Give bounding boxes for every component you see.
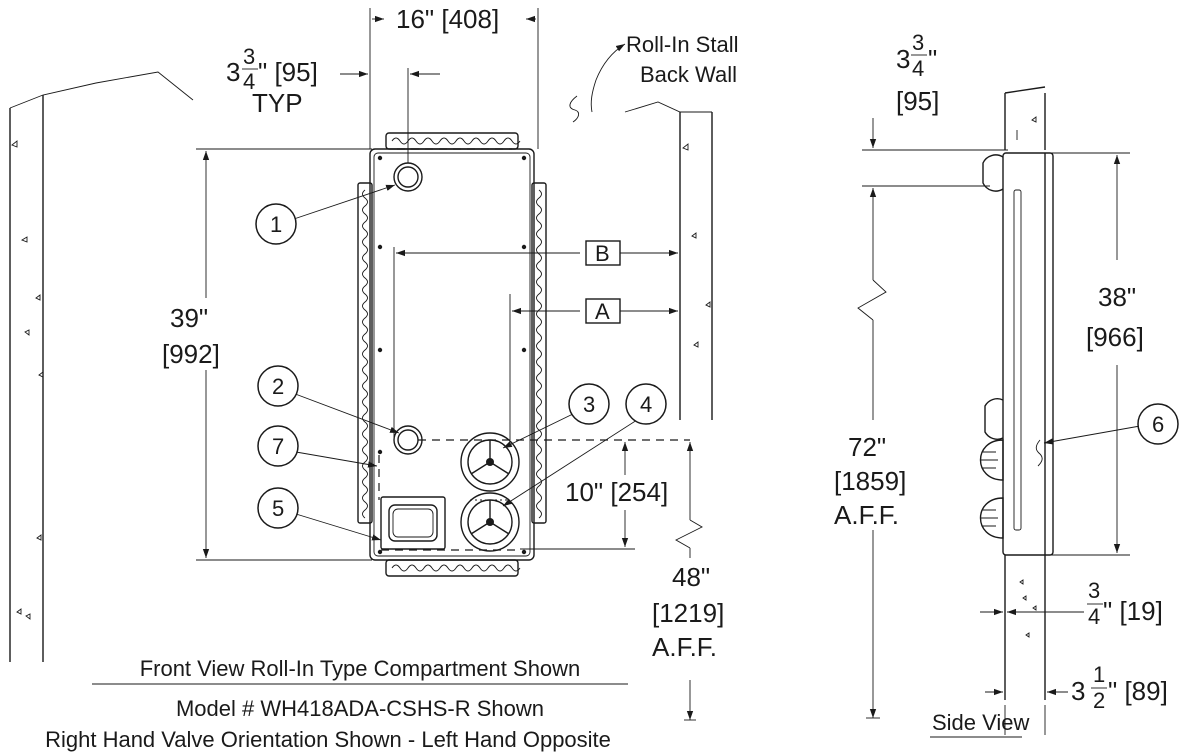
side-aff-mm: [1859]: [834, 466, 906, 496]
side-title: Side View: [932, 710, 1030, 735]
box-b: B: [595, 241, 610, 266]
box-a: A: [595, 299, 610, 324]
dim-valve-aff: A.F.F.: [652, 632, 717, 662]
side-depth-num: 1: [1093, 662, 1105, 687]
dim-inset-den: 4: [243, 69, 255, 94]
dim-height-mm: [992]: [162, 339, 220, 369]
side-callout: 6: [1043, 403, 1179, 445]
right-back-wall: [624, 101, 713, 420]
side-height-in: 38": [1098, 282, 1136, 312]
left-wall: [9, 71, 194, 662]
side-gap-rest: " [19]: [1103, 596, 1163, 626]
valve-4: [460, 492, 520, 552]
front-orientation: Right Hand Valve Orientation Shown - Lef…: [45, 727, 611, 752]
callout-1: 1: [270, 212, 282, 237]
side-top-den: 4: [912, 56, 924, 81]
callout-3: 3: [583, 392, 595, 417]
side-depth-den: 2: [1093, 688, 1105, 713]
front-model: Model # WH418ADA-CSHS-R Shown: [176, 696, 544, 721]
dim-valve-gap: 10" [254]: [565, 477, 668, 507]
side-height-mm: [966]: [1086, 322, 1144, 352]
side-gap-den: 4: [1088, 604, 1100, 629]
side-depth-whole: 3: [1071, 676, 1085, 706]
front-panel: [357, 132, 690, 577]
side-top-mm: [95]: [896, 86, 939, 116]
front-caption: Front View Roll-In Type Compartment Show…: [140, 656, 581, 681]
side-aff-in: 72": [848, 432, 886, 462]
side-aff: A.F.F.: [834, 500, 899, 530]
dim-valve-aff-mm: [1219]: [652, 598, 724, 628]
dim-width: 16" [408]: [396, 4, 499, 34]
side-dimensions: 3 3 4 " [95] 38" [966] 72" [1859] A.F.F.…: [834, 30, 1168, 735]
callout-5: 5: [272, 496, 284, 521]
front-captions: Front View Roll-In Type Compartment Show…: [45, 656, 628, 752]
dim-height-in: 39": [170, 303, 208, 333]
wall-label-line-2: Back Wall: [640, 62, 737, 87]
valve-3: [460, 432, 520, 492]
side-view: [979, 86, 1054, 700]
callout-7: 7: [272, 434, 284, 459]
dim-inset-rest: " [95]: [258, 57, 318, 87]
wall-label-group: Roll-In Stall Back Wall: [569, 32, 738, 123]
callout-2: 2: [272, 374, 284, 399]
front-dimensions: 16" [408] 3 3 4 " [95] TYP 39" [992] B A: [162, 4, 724, 721]
side-gap-num: 3: [1088, 578, 1100, 603]
dim-inset-typ: TYP: [252, 88, 303, 118]
side-caption: Side View: [930, 710, 1030, 738]
side-top-num: 3: [912, 30, 924, 55]
callout-4: 4: [640, 392, 652, 417]
side-top-quote: ": [928, 44, 937, 74]
side-depth-rest: " [89]: [1108, 676, 1168, 706]
dim-valve-aff-in: 48": [672, 562, 710, 592]
callout-6: 6: [1152, 412, 1164, 437]
wall-label-line-1: Roll-In Stall: [626, 32, 738, 57]
dim-inset-whole: 3: [226, 57, 240, 87]
dim-inset-num: 3: [243, 44, 255, 69]
side-top-whole: 3: [896, 44, 910, 74]
front-callouts: 1 2 3 4 5 7: [255, 184, 667, 541]
